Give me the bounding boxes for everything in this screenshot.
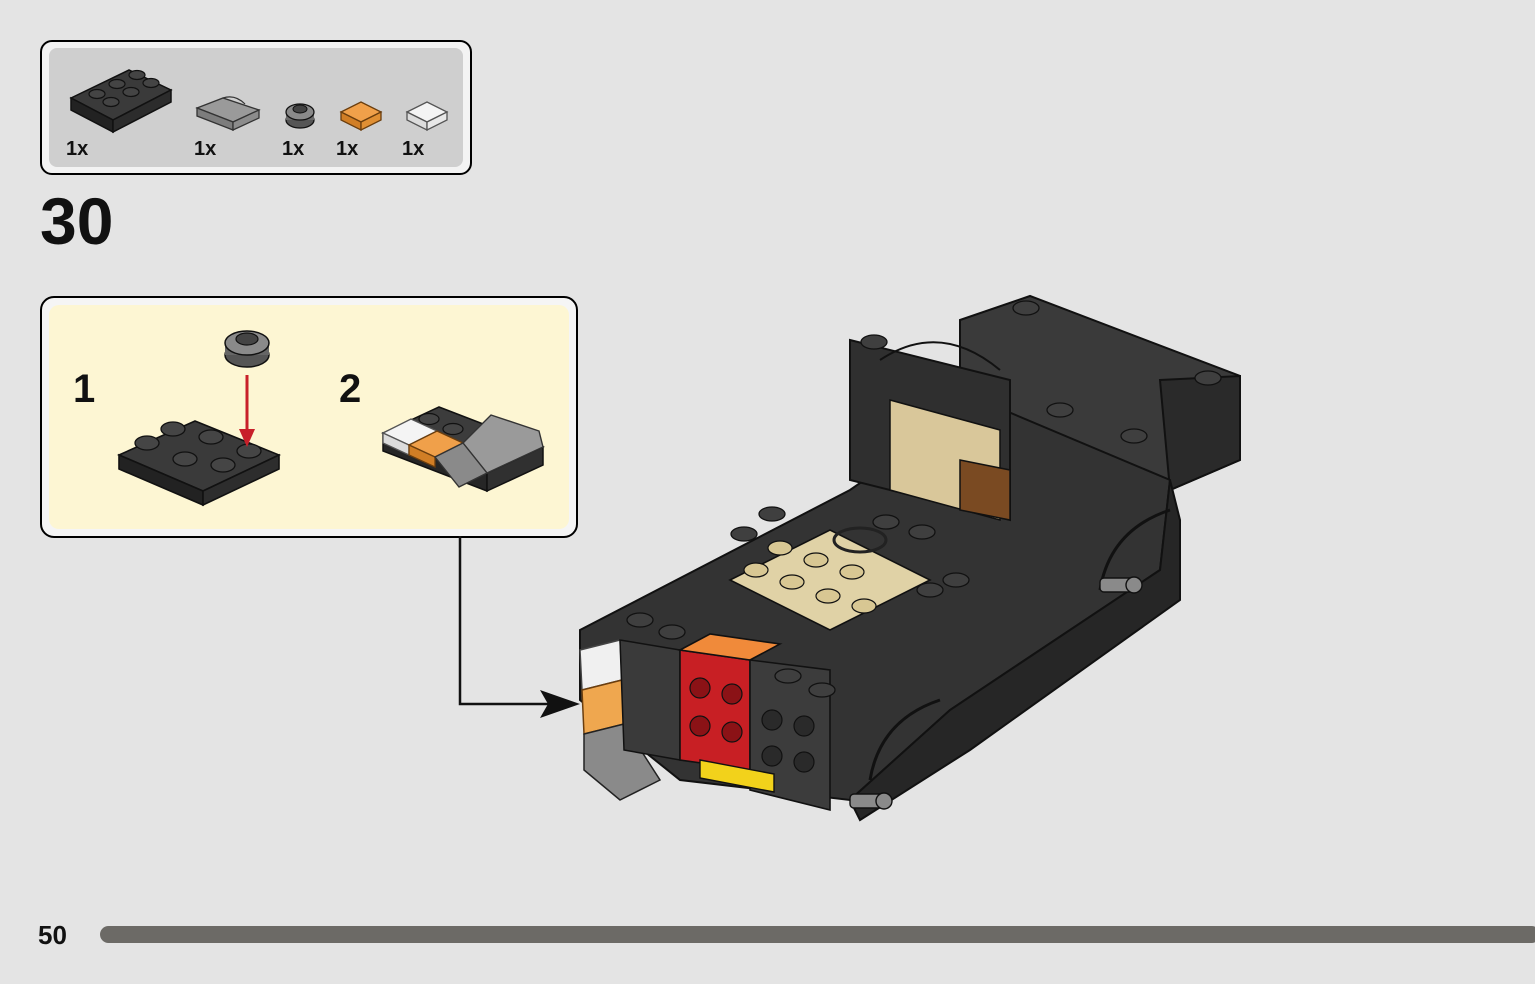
parts-list-panel (49, 48, 463, 167)
sub-step-number: 1 (73, 367, 96, 411)
sub-step-2-illustration (381, 406, 545, 493)
black-plate-2x3-icon (69, 69, 173, 134)
part-quantity: 1x (66, 138, 89, 160)
sub-assembly-panel: 1 2 (49, 305, 569, 529)
grey-curved-slope-icon (195, 96, 261, 132)
sub-assembly-box: 1 2 (40, 296, 578, 538)
page-number: 50 (38, 920, 67, 950)
orange-tile-1x1-icon (339, 101, 383, 132)
round-plate-1x1-icon (285, 103, 315, 129)
sub-step-1-illustration (117, 330, 281, 507)
part-quantity: 1x (282, 138, 305, 160)
clear-tile-1x1-icon (405, 101, 449, 132)
sub-step-number: 2 (339, 367, 362, 411)
step-number: 30 (40, 184, 114, 258)
parts-list-box: 1x 1x 1x 1x 1x (40, 40, 472, 175)
part-quantity: 1x (336, 138, 359, 160)
progress-bar (100, 926, 1535, 943)
part-quantity: 1x (194, 138, 217, 160)
car-model-illustration (579, 294, 1241, 822)
callout-arrow (458, 536, 580, 718)
part-quantity: 1x (402, 138, 425, 160)
